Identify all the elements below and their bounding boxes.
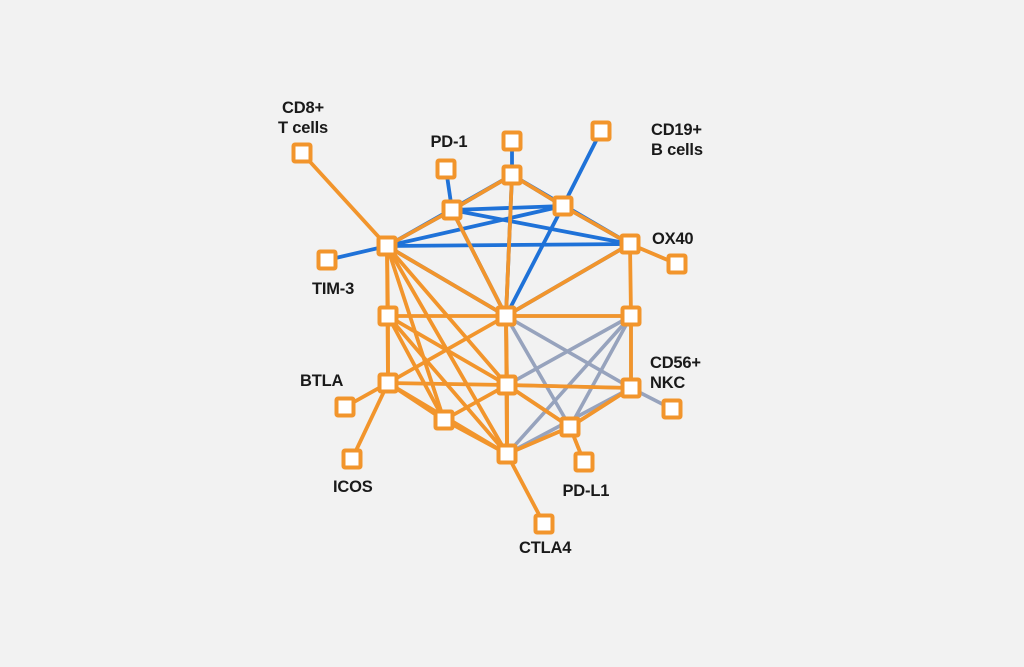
graph-node-core[interactable]	[377, 305, 399, 327]
edge-orange	[385, 208, 454, 248]
node-label: CD19+ B cells	[651, 120, 703, 160]
node-group	[291, 120, 688, 535]
node-label: CD56+ NKC	[650, 353, 701, 393]
graph-node-leaf[interactable]	[334, 396, 356, 418]
edge-blue	[561, 129, 603, 208]
graph-node-core[interactable]	[441, 199, 463, 221]
edge-orange	[386, 381, 509, 387]
graph-node-leaf[interactable]	[316, 249, 338, 271]
graph-node-core[interactable]	[620, 305, 642, 327]
graph-node-leaf[interactable]	[435, 158, 457, 180]
graph-node-core[interactable]	[377, 372, 399, 394]
edge-orange	[561, 204, 632, 246]
graph-node-core[interactable]	[495, 305, 517, 327]
edge-grayblue	[568, 314, 633, 429]
edge-orange	[386, 314, 508, 385]
graph-node-leaf[interactable]	[341, 448, 363, 470]
edge-orange	[504, 173, 514, 318]
graph-node-leaf[interactable]	[666, 253, 688, 275]
edge-orange	[505, 383, 633, 390]
graph-node-leaf[interactable]	[291, 142, 313, 164]
node-label: OX40	[652, 229, 694, 248]
graph-node-core[interactable]	[552, 195, 574, 217]
edge-blue	[385, 204, 565, 248]
graph-node-core[interactable]	[559, 416, 581, 438]
edge-orange	[505, 452, 546, 526]
graph-node-core[interactable]	[496, 443, 518, 465]
graph-node-core[interactable]	[496, 374, 518, 396]
node-label: CD8+ T cells	[278, 98, 328, 138]
edge-blue	[450, 208, 632, 246]
edge-orange	[628, 242, 633, 318]
graph-node-leaf[interactable]	[501, 130, 523, 152]
edge-orange	[450, 208, 508, 318]
node-label: CTLA4	[519, 538, 572, 557]
graph-node-leaf[interactable]	[661, 398, 683, 420]
graph-node-core[interactable]	[501, 164, 523, 186]
edge-blue	[450, 204, 565, 212]
edge-grayblue	[505, 314, 633, 387]
graph-node-core[interactable]	[433, 409, 455, 431]
edge-blue	[504, 204, 565, 318]
edge-orange	[385, 244, 508, 318]
graph-node-leaf[interactable]	[533, 513, 555, 535]
edge-orange	[504, 242, 632, 318]
graph-node-core[interactable]	[620, 377, 642, 399]
node-label: ICOS	[333, 477, 373, 496]
edge-grayblue	[504, 314, 572, 429]
node-label: TIM-3	[312, 279, 355, 298]
edge-orange	[350, 381, 390, 461]
edge-orange	[504, 314, 509, 387]
graph-node-core[interactable]	[619, 233, 641, 255]
graph-node-leaf[interactable]	[573, 451, 595, 473]
edge-orange	[300, 151, 389, 248]
node-label: PD-L1	[562, 481, 610, 500]
graph-node-core[interactable]	[376, 235, 398, 257]
node-label: BTLA	[300, 371, 344, 390]
node-label: PD-1	[430, 132, 468, 151]
graph-node-leaf[interactable]	[590, 120, 612, 142]
